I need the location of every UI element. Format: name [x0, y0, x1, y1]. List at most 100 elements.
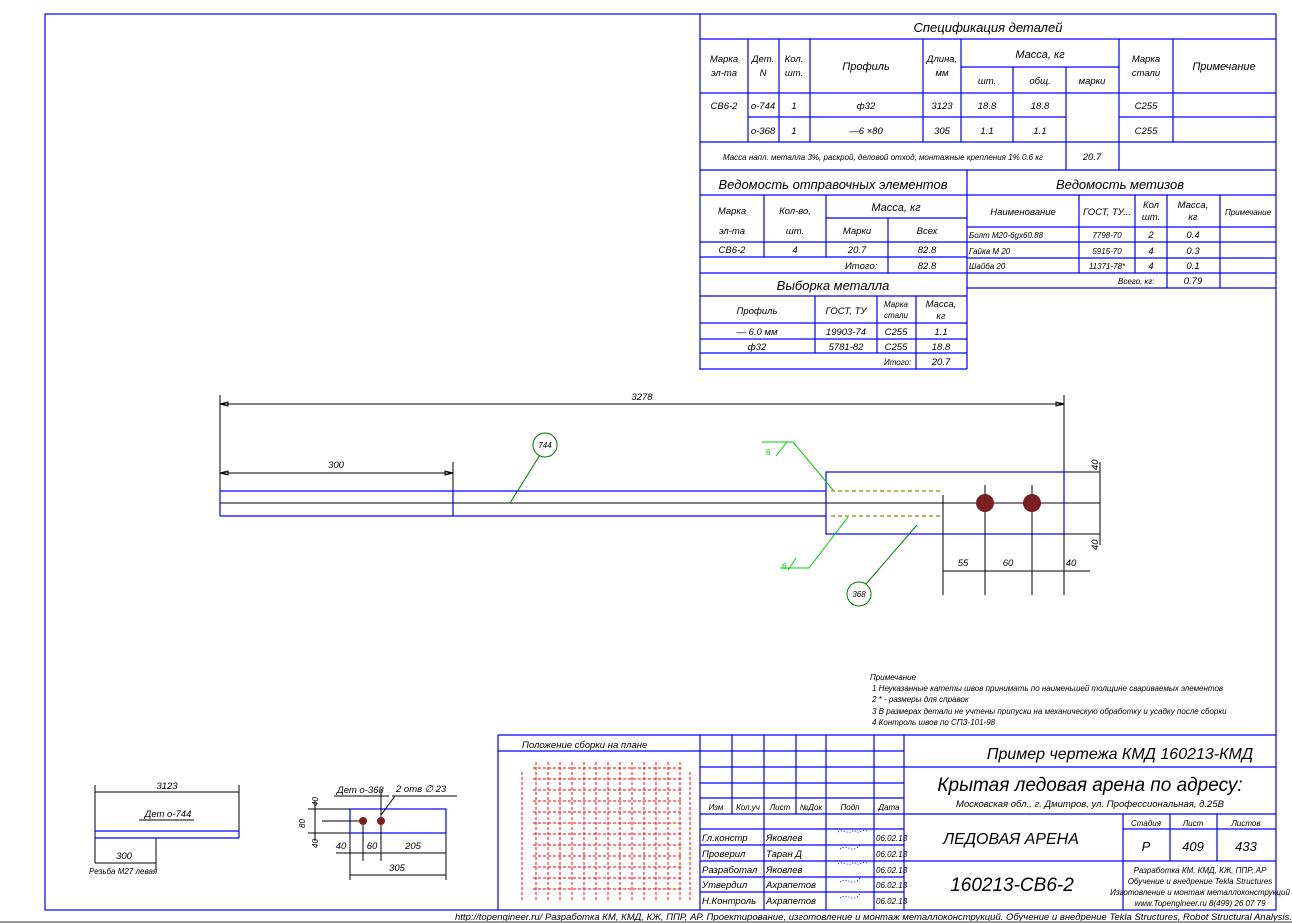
spec-mark-mass: 20.7 — [1082, 152, 1102, 163]
hardware-h-mass2: кг — [1188, 212, 1197, 223]
title-block: Изм Кол.уч Лист №Док Подп Дата Гл.констр… — [699, 735, 1290, 910]
tb-role: Н.Контроль — [702, 896, 756, 907]
tb-project: Пример чертежа КМД 160213-КМД — [987, 746, 1253, 763]
hardware-cell: 11371-78* — [1089, 262, 1126, 271]
dim-60: 60 — [1003, 558, 1014, 569]
spec-cell: 305 — [934, 126, 951, 137]
hardware-h-note: Примечание — [1225, 208, 1272, 217]
tb-name: Ахрапетов — [765, 880, 816, 891]
balloon-744 — [532, 432, 558, 458]
shipping-cell: 20.7 — [847, 245, 867, 256]
tb-sheet-code: 160213-СВ6-2 — [950, 875, 1074, 896]
weld-top-label: 6 — [766, 448, 771, 457]
weld-bottom-label: 6 — [782, 562, 787, 571]
tb-name: Ахрапетов — [765, 896, 816, 907]
hardware-cell: 0.3 — [1186, 246, 1200, 257]
tb-role: Утвердил — [701, 880, 748, 891]
detail-368-dim: 305 — [389, 863, 406, 874]
spec-cell: ф32 — [857, 101, 876, 112]
dim-total: 3278 — [631, 392, 653, 403]
hardware-h-qty: Кол — [1143, 200, 1160, 211]
metal-cell: — 6.0 мм — [735, 327, 777, 338]
dim-40-right: 40 — [1066, 558, 1077, 569]
tb-name: Яковлев — [765, 833, 803, 844]
shipping-h-qty2: шт. — [786, 226, 804, 237]
tb-sheet-label: Лист — [1182, 819, 1204, 828]
metal-total: 20.7 — [931, 357, 951, 368]
tb-company: www.Topengineer.ru 8(499) 26 07 79 — [1134, 899, 1266, 908]
detail-368-dim: 80 — [298, 819, 307, 828]
hardware-cell: Шайба 20 — [969, 262, 1006, 271]
detail-368-dim: 40 — [336, 841, 347, 852]
tb-name: Яковлев — [765, 865, 803, 876]
spec-h-mark2: эл-та — [711, 68, 737, 79]
tb-role: Разработал — [702, 865, 758, 876]
tb-stage-label: Стадия — [1131, 819, 1162, 828]
spec-table: Спецификация деталей Марка эл-та Дет. N … — [699, 14, 1276, 370]
detail-368-holes: 2 отв ∅ 23 — [395, 784, 447, 795]
shipping-h-all: Всех — [917, 226, 939, 237]
hardware-table: Ведомость метизов Наименование ГОСТ, ТУ.… — [967, 177, 1276, 289]
shipping-cell: СВ6-2 — [719, 245, 747, 256]
shipping-cell: 4 — [792, 245, 797, 256]
hardware-title: Ведомость метизов — [1056, 177, 1184, 192]
note-item: 1 Неуказанные катеты швов принимать по н… — [872, 684, 1223, 693]
spec-h-length: Длина, — [926, 54, 957, 65]
shipping-h-mass: Масса, кг — [871, 202, 921, 214]
hardware-cell: Болт М20-6gx60.88 — [969, 231, 1044, 240]
bolt-hole — [1023, 494, 1041, 512]
dim-300: 300 — [328, 460, 345, 471]
spec-h-profile: Профиль — [842, 61, 890, 73]
spec-cell: 3123 — [931, 101, 953, 112]
shipping-title: Ведомость отправочных элементов — [719, 177, 948, 192]
detail-368: Дет о-368 2 отв ∅ 23 40 80 40 40 60 205 … — [298, 784, 457, 880]
tb-header: Кол.уч — [736, 803, 760, 812]
metal-cell: 5781-82 — [829, 342, 865, 353]
spec-cell: о-744 — [751, 101, 775, 112]
spec-row: о-368 1 —6 ×80 305 1.1 1.1 С255 — [751, 126, 1158, 137]
spec-h-steel: Марка — [1132, 54, 1160, 65]
sheet-frame — [44, 13, 1277, 911]
tb-address: Московская обл., г. Дмитров, ул. Професс… — [956, 799, 1225, 810]
detail-368-dim: 40 — [311, 839, 320, 848]
tb-date: 06.02.13 — [876, 897, 908, 906]
spec-h-qty: Кол. — [785, 54, 804, 65]
spec-row: о-744 1 ф32 3123 18.8 18.8 С255 — [751, 101, 1158, 112]
metal-title: Выборка металла — [777, 278, 890, 293]
detail-744-dim-300: 300 — [116, 851, 133, 862]
tb-sheet: 409 — [1182, 839, 1204, 854]
detail-744-length: 3123 — [156, 781, 178, 792]
tb-stage: Р — [1142, 839, 1151, 854]
detail-368-dim: 60 — [367, 841, 378, 852]
tb-company: Обучение и внедрение Tekla Structures — [1128, 877, 1273, 886]
detail-368-dim: 205 — [404, 841, 422, 852]
note-item: 2 * - размеры для справок — [871, 695, 970, 704]
note-item: 3 В размерах детали не учтены припуски н… — [872, 707, 1227, 716]
hardware-cell: 0.4 — [1186, 230, 1199, 241]
tb-people: Гл.констр Яковлев 06.02.13 Проверил Тара… — [701, 833, 908, 907]
shipping-table: Ведомость отправочных элементов Марка эл… — [700, 170, 1276, 369]
tb-date: 06.02.13 — [876, 850, 908, 859]
metal-h-gost: ГОСТ, ТУ — [826, 306, 868, 317]
spec-cell: о-368 — [751, 126, 776, 137]
detail-368-label: Дет о-368 — [336, 785, 384, 796]
tb-date: 06.02.13 — [876, 881, 908, 890]
spec-h-det2: N — [760, 68, 767, 79]
tb-header: Дата — [877, 803, 900, 812]
tb-role: Проверил — [702, 849, 746, 860]
tb-date: 06.02.13 — [876, 834, 908, 843]
shipping-h-mark2: эл-та — [719, 226, 745, 237]
metal-cell: 19903-74 — [826, 327, 866, 338]
spec-h-mass-unit: шт. — [978, 76, 996, 87]
spec-h-note: Примечание — [1192, 61, 1255, 73]
spec-h-mass-total: общ. — [1029, 76, 1050, 87]
metal-table: Выборка металла Профиль ГОСТ, ТУ Марка с… — [700, 278, 967, 370]
weld-symbol — [762, 441, 849, 571]
tb-company: Разработка КМ, КМД, КЖ, ППР, АР — [1134, 866, 1268, 875]
hardware-total: 0.79 — [1184, 276, 1203, 287]
dim-55: 55 — [958, 558, 969, 569]
spec-cell: —6 ×80 — [848, 126, 883, 137]
plan-title: Положение сборки на плане — [522, 740, 647, 751]
balloon-368-label: 368 — [852, 590, 866, 599]
spec-cell: 1 — [791, 101, 796, 112]
